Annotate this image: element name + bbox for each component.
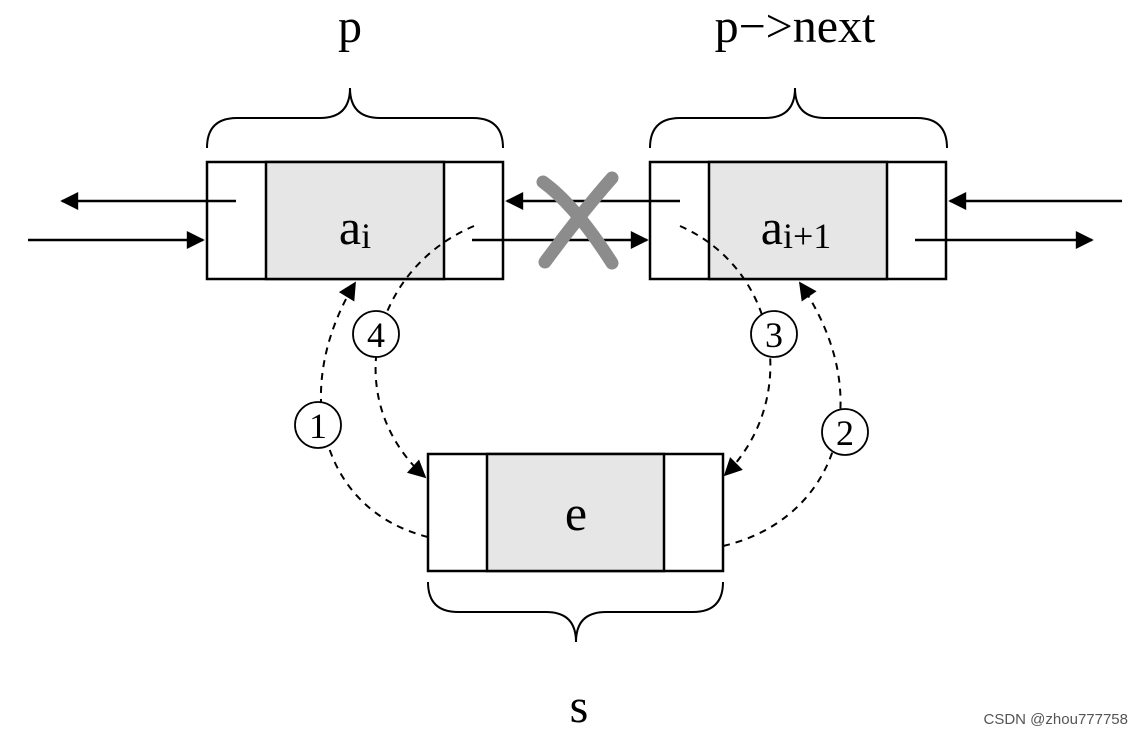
node-ai1: ai+1: [648, 160, 948, 281]
node-e-label: e: [565, 485, 587, 541]
step-3-badge: 3: [750, 310, 798, 358]
step-1-label: 1: [309, 406, 327, 446]
watermark: CSDN @zhou777758: [984, 711, 1128, 728]
brace-s: [427, 581, 724, 643]
dashed-arrow-step-4: [374, 225, 475, 479]
node-e-data-cell: [485, 452, 666, 573]
node-ai-data-cell: [264, 160, 446, 281]
node-e: e: [426, 452, 725, 573]
dashed-arrow-step-2: [722, 281, 842, 547]
label-p: p: [338, 0, 362, 53]
step-3-label: 3: [765, 315, 783, 355]
node-ai-label: a: [339, 199, 361, 255]
brace-p-next: [649, 87, 948, 149]
brace-p: [206, 87, 504, 149]
node-ai1-subscript: i+1: [783, 216, 831, 256]
node-ai-subscript: i: [361, 216, 371, 256]
node-ai1-label: a: [761, 199, 783, 255]
step-2-label: 2: [836, 413, 854, 453]
step-4-label: 4: [367, 315, 385, 355]
broken-link-cross-icon: [536, 171, 619, 270]
node-ai: ai: [205, 160, 505, 281]
node-ai1-data-cell: [707, 160, 889, 281]
step-2-badge: 2: [821, 408, 869, 456]
svg-text:ai: ai: [339, 199, 371, 256]
step-4-badge: 4: [352, 310, 400, 358]
label-s: s: [570, 680, 589, 733]
step-1-badge: 1: [294, 401, 342, 449]
label-p-next: p−>next: [715, 0, 876, 53]
svg-text:ai+1: ai+1: [761, 199, 832, 256]
